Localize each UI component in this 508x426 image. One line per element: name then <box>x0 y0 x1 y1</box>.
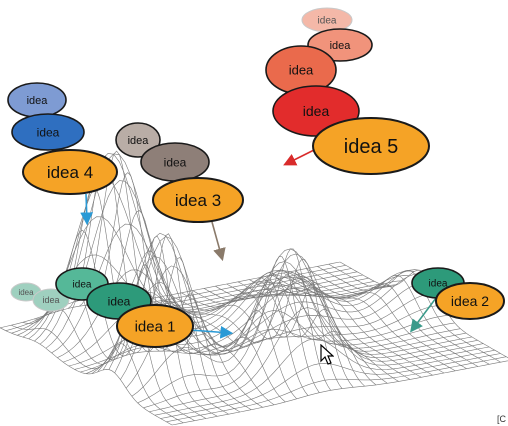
idea-ellipse <box>435 282 505 320</box>
arrow-idea4 <box>80 193 94 226</box>
mesh-line-v <box>113 250 286 403</box>
mesh-line-v <box>158 248 331 391</box>
idea-node: idea <box>11 113 85 151</box>
idea-node-main: idea 2 <box>435 282 505 320</box>
idea-label: idea 5 <box>344 136 399 158</box>
mesh-line-v <box>0 327 173 426</box>
idea-label: idea 3 <box>175 191 221 210</box>
arrow-idea1 <box>189 325 234 339</box>
idea-ellipse <box>115 122 161 158</box>
mesh-line-v <box>271 274 445 374</box>
idea-label: idea <box>27 95 49 107</box>
mesh-line-v <box>181 282 354 388</box>
idea-label: idea <box>429 279 448 290</box>
idea-label: idea <box>42 295 59 305</box>
mesh-line-v <box>317 266 490 365</box>
mouse-cursor-icon <box>320 344 334 365</box>
corner-text: [C <box>497 414 506 424</box>
idea-label: idea 1 <box>135 318 176 335</box>
idea-ellipse <box>312 117 430 175</box>
arrows-layer <box>80 147 437 339</box>
mesh-line-v <box>169 258 343 389</box>
idea-label: idea 2 <box>451 293 489 309</box>
idea-label: idea <box>318 16 337 27</box>
idea-label: idea <box>128 135 150 147</box>
idea-label: idea <box>73 280 92 291</box>
idea-label: idea 4 <box>47 163 93 182</box>
mesh-line-v <box>294 270 467 369</box>
mesh-line-v <box>249 279 422 378</box>
idea-ellipse <box>11 113 85 151</box>
idea-node: idea <box>115 122 161 158</box>
mesh-line-v <box>192 280 365 387</box>
mesh-line-v <box>260 277 433 376</box>
idea-node-main: idea 1 <box>116 304 194 348</box>
idea-node: idea <box>140 142 210 182</box>
idea-node-main: idea 5 <box>312 117 430 175</box>
idea-label: idea <box>18 288 34 297</box>
idea-label: idea <box>164 155 187 169</box>
mesh-line-v <box>215 269 388 384</box>
mesh-line-v <box>45 229 218 417</box>
idea-ellipse <box>116 304 194 348</box>
idea-node: idea <box>7 82 67 118</box>
mesh-line-u <box>171 360 508 426</box>
mesh-line-v <box>237 279 411 380</box>
mesh-line-v <box>135 279 309 396</box>
idea-label: idea <box>289 63 314 78</box>
arrow-idea2 <box>410 297 437 333</box>
idea-label: idea <box>108 294 131 308</box>
idea-label: idea <box>37 125 60 139</box>
idea-label: idea <box>303 103 330 119</box>
idea-node: idea <box>32 288 70 312</box>
idea-ellipse <box>32 288 70 312</box>
mesh-line-v <box>226 272 399 382</box>
mesh-line-v <box>328 263 501 363</box>
arrow-idea5 <box>283 147 319 166</box>
mesh-line-v <box>305 268 479 367</box>
idea-node-main: idea 3 <box>152 177 244 223</box>
arrow-idea3 <box>211 221 226 262</box>
mesh-line-v <box>11 324 184 424</box>
mesh-line-v <box>203 272 377 386</box>
mesh-line-v <box>101 210 275 406</box>
idea-ellipse <box>22 149 118 195</box>
idea-node-main: idea 4 <box>22 149 118 195</box>
idea-ellipse <box>152 177 244 223</box>
mesh-line-v <box>90 172 263 408</box>
mesh-line-v <box>283 272 456 372</box>
idea-label: idea <box>330 40 352 52</box>
